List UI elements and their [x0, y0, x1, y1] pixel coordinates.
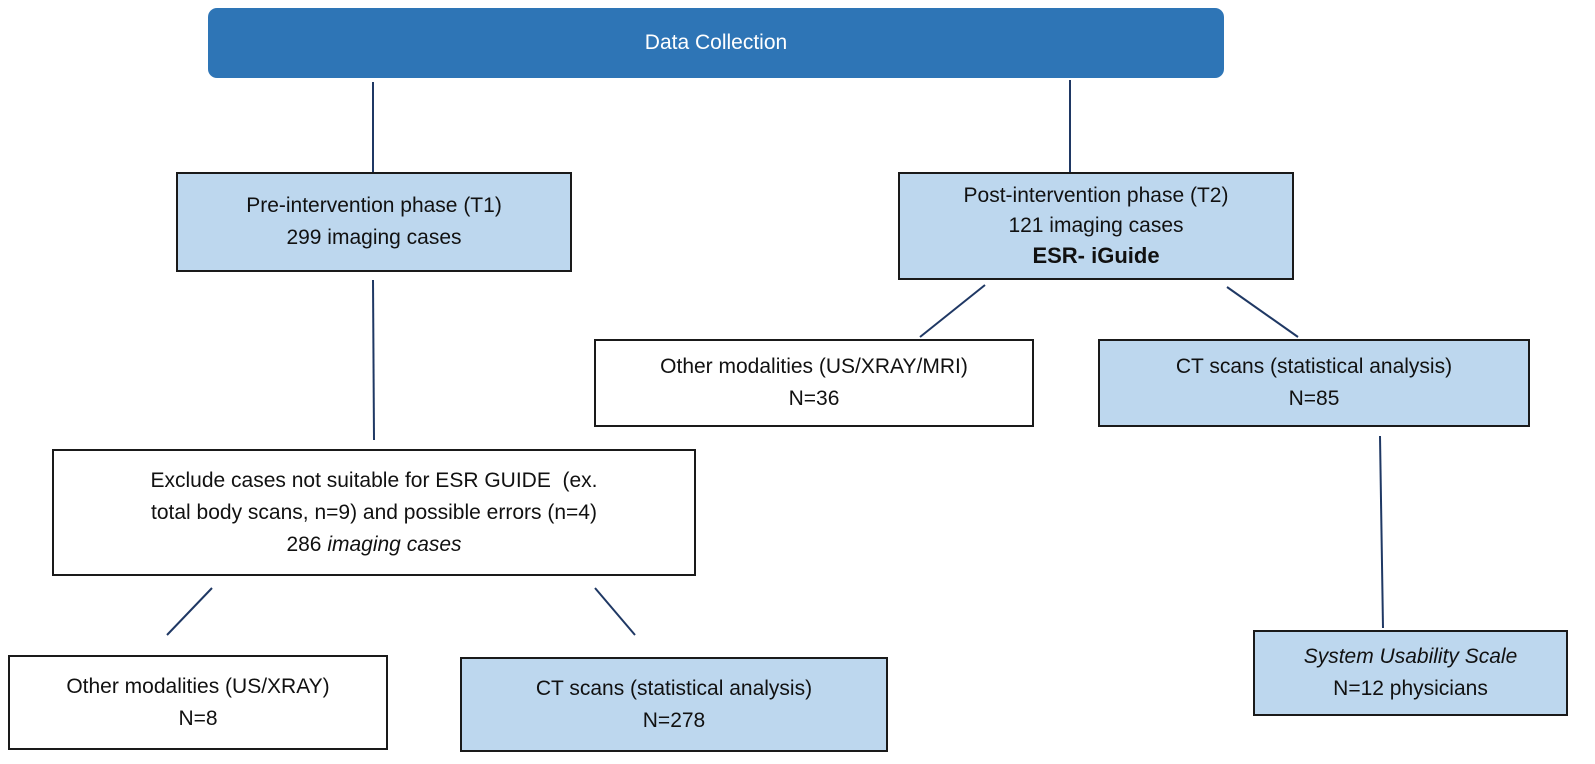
pre-intervention-box: Pre-intervention phase (T1) 299 imaging … — [176, 172, 572, 272]
system-usability-scale-label: System Usability Scale — [1303, 645, 1518, 668]
connector-post-to-post-ct — [1226, 286, 1299, 338]
pre-other-modalities-box: Other modalities (US/XRAY) N=8 — [8, 655, 388, 750]
exclusion-box: Exclude cases not suitable for ESR GUIDE… — [52, 449, 696, 576]
post-other-modalities-label: Other modalities (US/XRAY/MRI) — [660, 355, 968, 378]
pre-ct-scans-label: CT scans (statistical analysis) — [535, 676, 813, 700]
pre-ct-scans-box: CT scans (statistical analysis) N=278 — [460, 657, 888, 752]
pre-intervention-cases: 299 imaging cases — [286, 226, 462, 249]
system-usability-scale-count: N=12 physicians — [1333, 677, 1488, 700]
data-collection-header: Data Collection — [208, 8, 1224, 78]
connector-pre-to-exclusion — [372, 279, 375, 441]
post-other-modalities-count: N=36 — [788, 387, 840, 410]
exclusion-cases: 286 imaging cases — [286, 529, 461, 561]
data-collection-title: Data Collection — [644, 31, 788, 54]
exclusion-cases-number: 286 — [286, 532, 328, 556]
pre-ct-scans-count: N=278 — [642, 708, 706, 732]
pre-other-modalities-label: Other modalities (US/XRAY) — [66, 674, 330, 698]
post-intervention-box: Post-intervention phase (T2) 121 imaging… — [898, 172, 1294, 280]
pre-intervention-title: Pre-intervention phase (T1) — [246, 194, 502, 217]
exclusion-line-2: total body scans, n=9) and possible erro… — [151, 500, 597, 524]
esr-iguide-label: ESR- iGuide — [1032, 243, 1160, 268]
post-ct-scans-label: CT scans (statistical analysis) — [1175, 355, 1453, 378]
system-usability-scale-box: System Usability Scale N=12 physicians — [1253, 630, 1568, 716]
post-other-modalities-box: Other modalities (US/XRAY/MRI) N=36 — [594, 339, 1034, 427]
post-ct-scans-count: N=85 — [1288, 387, 1340, 410]
connector-post-ct-to-sus — [1379, 435, 1384, 629]
post-intervention-title: Post-intervention phase (T2) — [963, 184, 1229, 207]
pre-other-modalities-count: N=8 — [178, 706, 218, 730]
connector-post-to-post-other — [919, 284, 986, 338]
exclusion-line-1: Exclude cases not suitable for ESR GUIDE… — [150, 468, 598, 492]
post-intervention-cases: 121 imaging cases — [1008, 214, 1184, 237]
post-ct-scans-box: CT scans (statistical analysis) N=85 — [1098, 339, 1530, 427]
connector-exclusion-to-pre-ct — [594, 587, 636, 636]
exclusion-cases-label: imaging cases — [327, 532, 462, 556]
connector-exclusion-to-pre-other — [166, 587, 213, 636]
